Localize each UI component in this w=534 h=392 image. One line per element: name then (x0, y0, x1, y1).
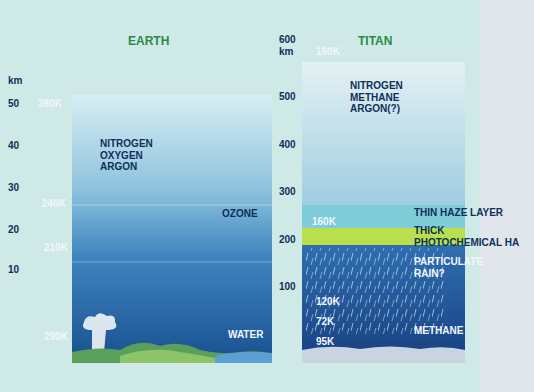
axis-tick: 50 (8, 98, 19, 110)
axis-tick: 500 (279, 91, 296, 103)
temperature: 72K (316, 316, 334, 328)
temperature: 120K (316, 296, 340, 308)
temperature: 160K (312, 216, 336, 228)
column-title: EARTH (128, 35, 169, 49)
layer-label: OZONE (222, 208, 258, 220)
axis-tick: 300 (279, 186, 296, 198)
layer-label: THIN HAZE LAYER (414, 207, 503, 219)
column-title: TITAN (358, 35, 392, 49)
temperature: 95K (316, 336, 334, 348)
surface-label: METHANE (414, 325, 463, 337)
axis-tick: 10 (8, 264, 19, 276)
axis-unit: km (279, 46, 293, 58)
axis-tick: 200 (279, 234, 296, 246)
temperature: 240K (42, 198, 66, 210)
axis-tick: 400 (279, 139, 296, 151)
axis-tick: 20 (8, 224, 19, 236)
axis-unit: km (8, 75, 22, 87)
gas-label: NITROGEN METHANE ARGON(?) (350, 80, 422, 115)
temperature: 280K (38, 98, 62, 110)
temperature: 210K (44, 242, 68, 254)
layer-label: THICK PHOTOCHEMICAL HA (414, 225, 524, 248)
axis-tick: 30 (8, 182, 19, 194)
layer-label: PARTICULATE RAIN? (414, 256, 494, 279)
temperature: 290K (44, 331, 68, 343)
axis-tick: 40 (8, 140, 19, 152)
surface-label: WATER (228, 329, 263, 341)
temperature: 160K (316, 46, 340, 58)
axis-tick: 100 (279, 281, 296, 293)
axis-tick: 600 (279, 34, 296, 46)
gas-label: NITROGEN OXYGEN ARGON (100, 138, 162, 173)
